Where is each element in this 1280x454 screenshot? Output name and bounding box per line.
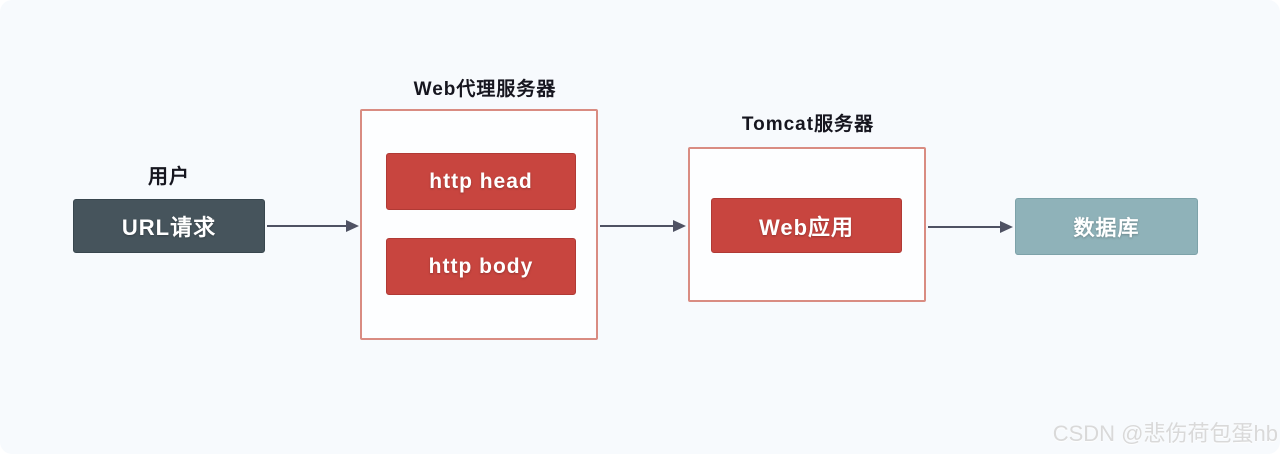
url-request-node: URL请求 [73, 199, 265, 253]
user-label: 用户 [148, 166, 190, 188]
arrow-user-to-proxy [267, 220, 359, 232]
web-app-node: Web应用 [711, 198, 902, 253]
database-node: 数据库 [1015, 198, 1198, 255]
arrow-tomcat-to-database [928, 221, 1013, 233]
tomcat-server-title: Tomcat服务器 [741, 114, 875, 135]
http-head-node: http head [386, 153, 576, 210]
proxy-server-title: Web代理服务器 [413, 79, 557, 100]
proxy-server-box [360, 109, 598, 340]
arrow-proxy-to-tomcat [600, 220, 686, 232]
watermark: CSDN @悲伤荷包蛋hb [1052, 421, 1278, 446]
http-body-node: http body [386, 238, 576, 295]
